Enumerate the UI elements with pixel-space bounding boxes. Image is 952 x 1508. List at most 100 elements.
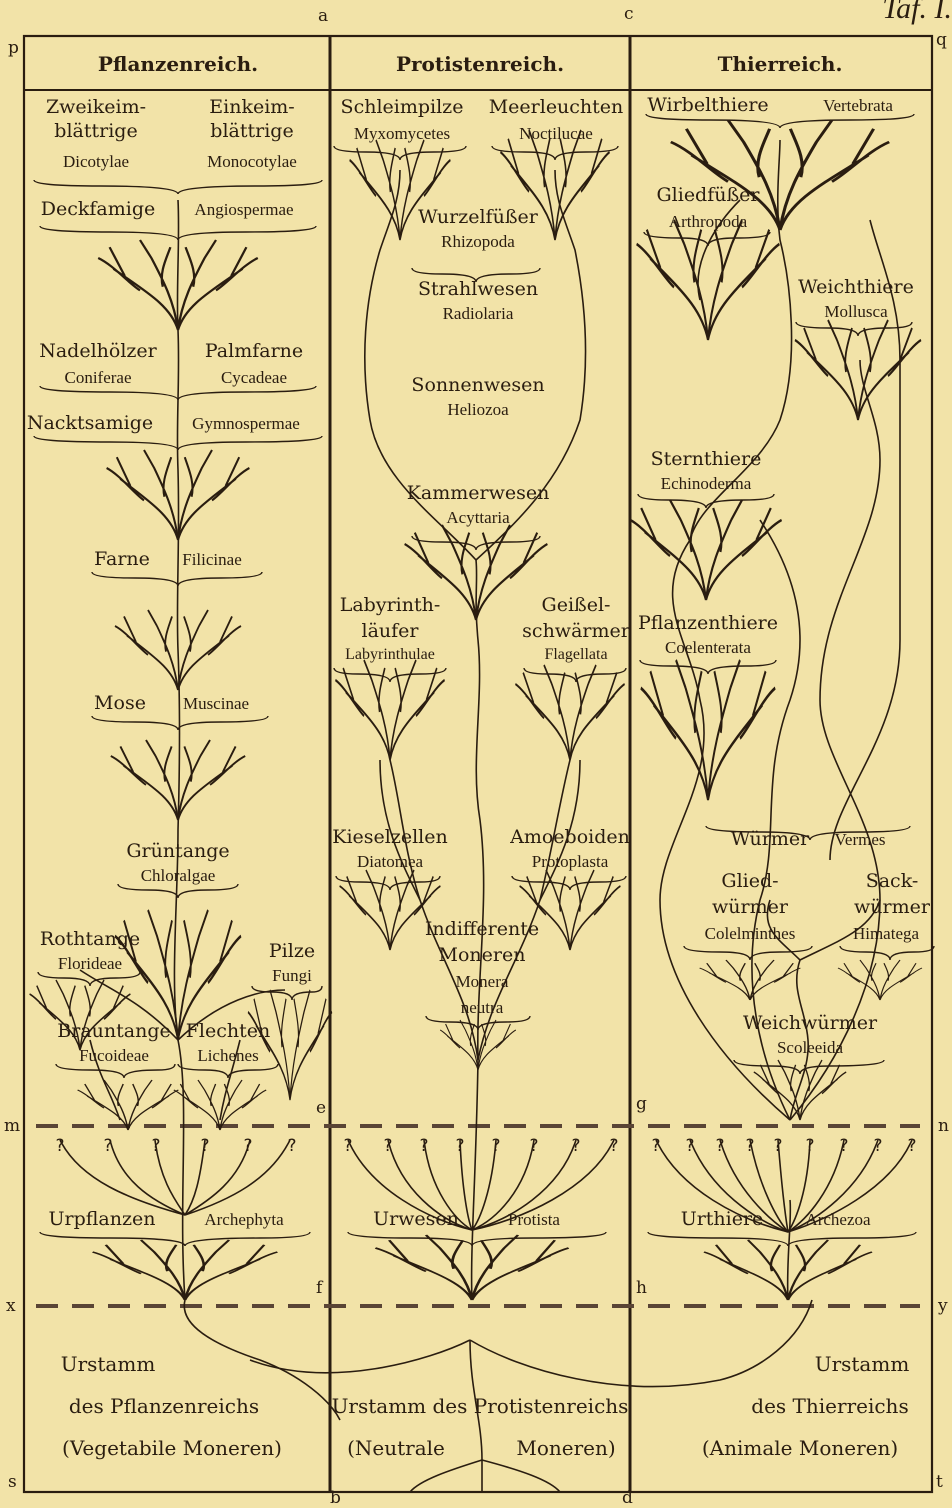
animal-archezoa-la: Archezoa [805,1210,870,1230]
animal-vert-de: Wirbelthiere [647,94,768,116]
label-p: p [8,38,19,58]
animal-colel-la: Colelminthes [705,924,796,944]
protist-monera-la: Monera [456,972,509,992]
plant-gymno-de: Nacktsamige [27,412,153,434]
animal-archezoa-de: Urthiere [681,1208,764,1230]
protist-diat-de: Kieselzellen [332,826,447,848]
label-s: s [8,1472,17,1492]
label-h: h [636,1278,647,1298]
animal-vert-la: Vertebrata [823,96,893,116]
question-mark: ? [151,1136,160,1156]
plant-lichen-de: Flechten [186,1020,271,1042]
plant-dicot-de2: blättrige [54,120,137,142]
question-mark: ? [839,1136,848,1156]
label-n: n [938,1116,949,1136]
protist-flag-de: Geißel- [542,594,611,616]
label-g: g [636,1094,647,1114]
protist-myxo-la: Myxomycetes [354,124,450,144]
question-mark: ? [685,1136,694,1156]
protist-laby-de2: läufer [362,620,419,642]
plant-gymno-la: Gymnospermae [192,414,300,434]
plant-red-la: Florideae [58,954,122,974]
question-mark: ? [745,1136,754,1156]
animal-coel-de: Pflanzenthiere [638,612,778,634]
plant-monocot-de: Einkeim- [209,96,294,118]
label-f: f [316,1278,322,1298]
question-mark: ? [103,1136,112,1156]
question-mark: ? [383,1136,392,1156]
label-a: a [318,6,328,26]
plant-fungi-la: Fungi [272,966,312,986]
question-mark: ? [419,1136,428,1156]
animal-himat-de2: würmer [854,896,930,918]
plant-fern-de: Farne [94,548,150,570]
animal-arthro-de: Gliedfüßer [656,184,759,206]
plant-moss-la: Muscinae [183,694,249,714]
protist-monera-la2: neutra [461,998,503,1018]
label-m: m [4,1116,20,1136]
question-mark: ? [287,1136,296,1156]
plant-brown-de: Brauntange [57,1020,170,1042]
plant-cycad-de: Palmfarne [205,340,303,362]
protist-rhizo-la: Rhizopoda [441,232,515,252]
plant-monocot-de2: blättrige [210,120,293,142]
protist-monera-de2: Moneren [439,944,526,966]
plant-root-2: des Pflanzenreichs [69,1394,259,1418]
question-mark: ? [491,1136,500,1156]
protist-rhizo-de: Wurzelfüßer [418,206,538,228]
question-mark: ? [651,1136,660,1156]
plant-conif-la: Coniferae [64,368,131,388]
question-mark: ? [343,1136,352,1156]
animal-echino-la: Echinoderma [661,474,752,494]
protist-myxo-de: Schleimpilze [341,96,464,118]
question-mark: ? [571,1136,580,1156]
header-protists: Protistenreich. [396,52,564,76]
question-mark: ? [200,1136,209,1156]
label-c-top: c [624,4,634,24]
label-y: y [938,1296,948,1316]
question-mark: ? [715,1136,724,1156]
animal-root-1: Urstamm [815,1352,910,1376]
plant-archephyta-de: Urpflanzen [49,1208,156,1230]
label-b: b [330,1488,341,1508]
plant-root-1: Urstamm [61,1352,156,1376]
protist-acytt-la: Acyttaria [446,508,509,528]
protist-helio-la: Heliozoa [447,400,508,420]
plant-red-de: Rothtange [40,928,140,950]
question-mark: ? [609,1136,618,1156]
protist-protista-la: Protista [508,1210,560,1230]
header-animals: Thierreich. [718,52,843,76]
question-mark: ? [529,1136,538,1156]
label-q: q [936,30,947,50]
protist-root-2: (Neutrale [347,1436,445,1460]
protist-helio-de: Sonnenwesen [411,374,544,396]
plant-angio-de: Deckfamige [41,198,156,220]
question-mark: ? [873,1136,882,1156]
plant-green-la: Chloralgae [141,866,216,886]
animal-echino-de: Sternthiere [651,448,762,470]
protist-acytt-de: Kammerwesen [407,482,550,504]
animal-root-2: des Thierreichs [751,1394,908,1418]
plant-fungi-de: Pilze [269,940,315,962]
question-mark: ? [773,1136,782,1156]
plant-monocot-la: Monocotylae [207,152,297,172]
label-x: x [6,1296,16,1316]
protist-laby-la: Labyrinthulae [345,646,435,664]
protist-monera-de: Indifferente [425,918,539,940]
protist-root-1: Urstamm des Protistenreichs [332,1394,629,1418]
animal-vermes-de: Würmer [731,828,809,850]
plant-angio-la: Angiospermae [194,200,293,220]
animal-colel-de2: würmer [712,896,788,918]
animal-moll-la: Mollusca [824,302,887,322]
protist-root-3: Moneren) [516,1436,615,1460]
label-d: d [622,1488,633,1508]
protist-radio-de: Strahlwesen [418,278,538,300]
plant-lichen-la: Lichenes [197,1046,258,1066]
protist-nocti-de: Meerleuchten [489,96,624,118]
protist-nocti-la: Noctilucae [519,124,593,144]
animal-colel-de: Glied- [721,870,778,892]
protist-protista-de: Urwesen [373,1208,459,1230]
animal-vermes-la: Vermes [835,830,886,850]
animal-root-3: (Animale Moneren) [702,1436,898,1460]
header-plants: Pflanzenreich. [98,52,258,76]
